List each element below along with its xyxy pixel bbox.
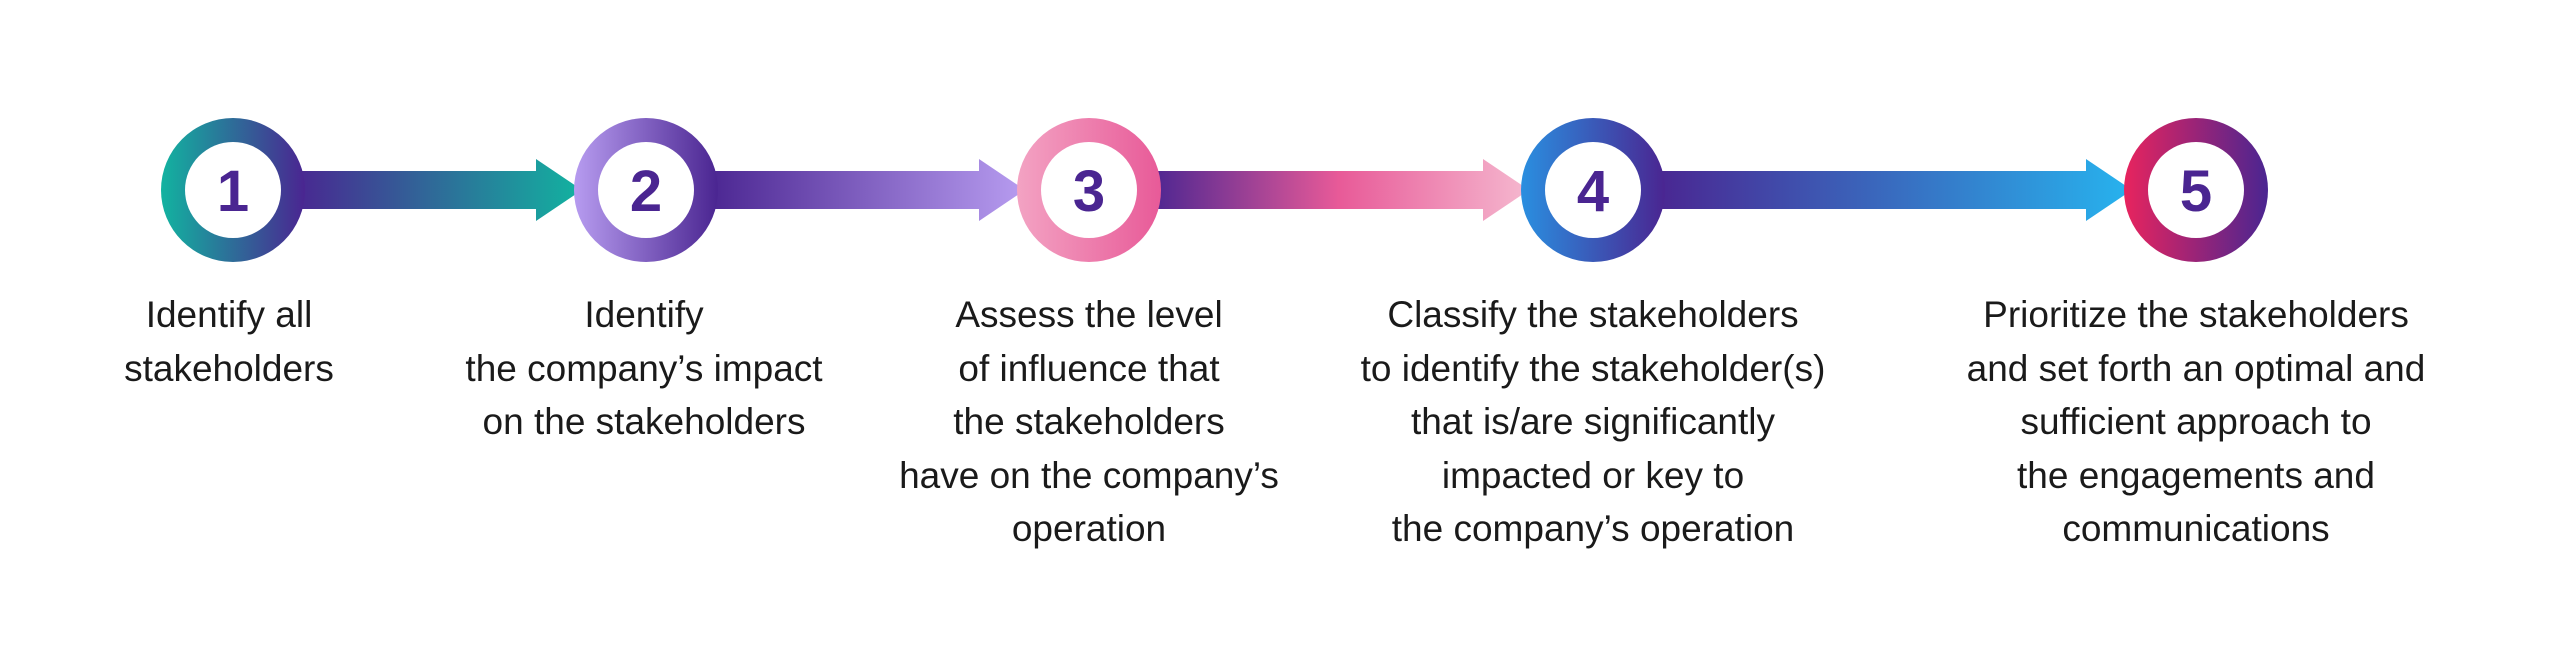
arrow-3-to-4 (1149, 159, 1529, 221)
connector-arrows (293, 159, 2132, 221)
step-2-description: Identify the company’s impact on the sta… (465, 294, 823, 442)
step-4-description: Classify the stakeholders to identify th… (1360, 294, 1826, 549)
step-4-node: 4 (1521, 118, 1665, 262)
arrow-1-to-2 (293, 159, 582, 221)
step-3-number: 3 (1073, 159, 1105, 224)
step-1-node: 1 (161, 118, 305, 262)
arrow-2-to-3 (706, 159, 1025, 221)
step-2-number: 2 (630, 159, 662, 224)
step-2-node: 2 (574, 118, 718, 262)
step-4-number: 4 (1577, 159, 1609, 224)
step-1-inner (185, 142, 281, 238)
step-5-number: 5 (2180, 159, 2212, 224)
step-4-inner (1545, 142, 1641, 238)
step-5-inner (2148, 142, 2244, 238)
step-1-description: Identify all stakeholders (124, 294, 334, 389)
step-5-description: Prioritize the stakeholders and set fort… (1966, 294, 2426, 549)
step-2-inner (598, 142, 694, 238)
step-1-number: 1 (217, 159, 249, 224)
arrow-4-to-5 (1653, 159, 2132, 221)
step-circles: 1 2 3 4 5 (161, 118, 2268, 262)
step-3-node: 3 (1017, 118, 1161, 262)
step-5-node: 5 (2124, 118, 2268, 262)
step-3-description: Assess the level of influence that the s… (899, 294, 1279, 549)
step-3-inner (1041, 142, 1137, 238)
